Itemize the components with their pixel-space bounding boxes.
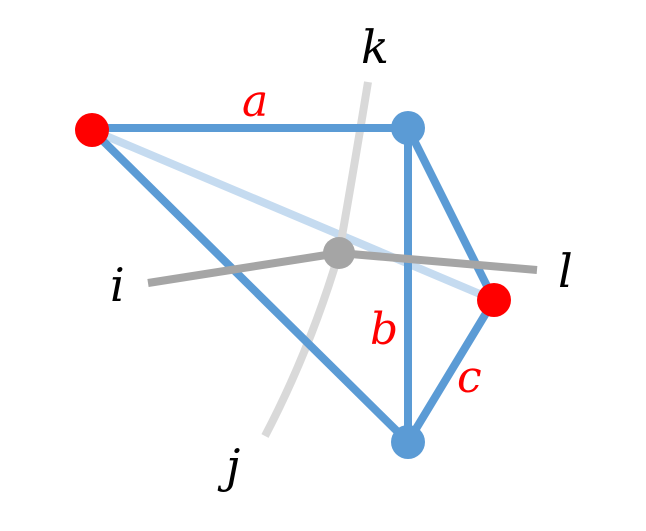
edge-faint — [88, 126, 498, 304]
line-l — [338, 249, 538, 274]
label-b: b — [370, 304, 398, 355]
edge-top-right — [404, 126, 498, 302]
label-i: i — [110, 258, 125, 312]
label-k: k — [361, 20, 389, 74]
label-j: j — [217, 439, 240, 493]
line-i — [147, 249, 340, 287]
label-c: c — [457, 352, 482, 403]
node-blue-bottom[interactable] — [391, 425, 425, 459]
node-red-left[interactable] — [75, 113, 109, 147]
node-blue-top[interactable] — [391, 111, 425, 145]
label-a: a — [242, 76, 268, 127]
node-gray-center[interactable] — [323, 237, 355, 269]
node-red-right[interactable] — [477, 283, 511, 317]
label-l: l — [558, 244, 573, 298]
edge-diag — [89, 127, 411, 445]
edge-c — [404, 297, 498, 445]
